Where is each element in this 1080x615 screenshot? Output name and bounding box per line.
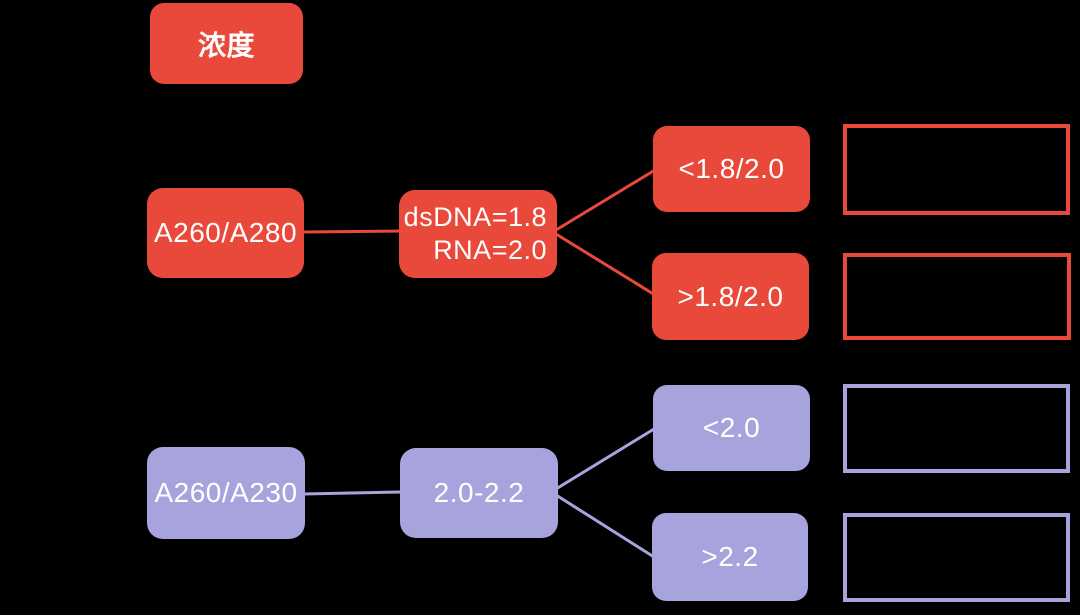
connector-a260-280-to-reference bbox=[301, 229, 404, 234]
connector-a260-230-to-reference bbox=[301, 490, 403, 496]
outcome-gt-1.8-2.0-node: >1.8/2.0 bbox=[652, 253, 809, 340]
purple-result-box-top bbox=[843, 384, 1070, 473]
a260-a280-node: A260/A280 bbox=[147, 188, 304, 278]
connector-reference-to-gt-2.2 bbox=[554, 493, 656, 559]
a260-a230-node: A260/A230 bbox=[147, 447, 305, 539]
dsdna-reference-line1: dsDNA=1.8 bbox=[403, 202, 547, 232]
connector-reference-to-lt-1.8 bbox=[554, 168, 657, 232]
red-result-box-bottom bbox=[843, 253, 1071, 340]
rna-reference-line2: RNA=2.0 bbox=[433, 235, 547, 265]
ratio-2.0-2.2-reference-node: 2.0-2.2 bbox=[400, 448, 558, 538]
dsdna-rna-reference-node: dsDNA=1.8 RNA=2.0 bbox=[399, 190, 557, 278]
connector-reference-to-lt-2.0 bbox=[554, 427, 656, 491]
red-result-box-top bbox=[843, 124, 1070, 215]
concentration-node: 浓度 bbox=[150, 3, 303, 84]
outcome-gt-2.2-node: >2.2 bbox=[652, 513, 808, 601]
connector-reference-to-gt-1.8 bbox=[554, 232, 657, 297]
outcome-lt-2.0-node: <2.0 bbox=[653, 385, 810, 471]
purple-result-box-bottom bbox=[843, 513, 1070, 602]
outcome-lt-1.8-2.0-node: <1.8/2.0 bbox=[653, 126, 810, 212]
